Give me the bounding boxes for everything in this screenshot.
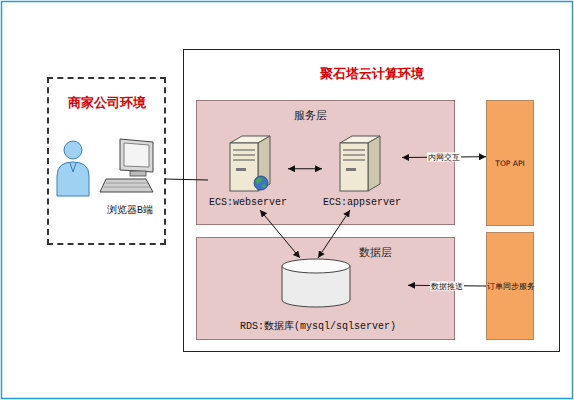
client-label: 浏览器B端 bbox=[95, 205, 165, 217]
service-label: 订单同步服务 bbox=[487, 282, 533, 291]
layer-band: 数据层 RDS:数据库(mysql/sqlserver) bbox=[196, 237, 455, 340]
server-label: ECS:appserver bbox=[322, 197, 402, 209]
database-label: RDS:数据库(mysql/sqlserver) bbox=[228, 321, 408, 333]
server-node: ECS:webserver bbox=[208, 135, 288, 210]
computer-icon bbox=[100, 139, 153, 192]
service-box: TOP API bbox=[486, 100, 534, 226]
browser-client: 浏览器B端 bbox=[95, 138, 165, 220]
connector-label: 数据推送 bbox=[430, 281, 464, 290]
connector-label: 内网交互 bbox=[427, 153, 461, 162]
environment-box: 聚石塔云计算环境服务层 ECS:webserver ECS:appserver 数据层… bbox=[183, 49, 560, 352]
service-box: 订单同步服务 bbox=[486, 232, 534, 340]
database-node: RDS:数据库(mysql/sqlserver) bbox=[228, 258, 408, 336]
person-icon bbox=[57, 141, 89, 196]
layer-label: 服务层 bbox=[294, 109, 327, 122]
service-label: TOP API bbox=[487, 159, 533, 168]
environment-box: 商家公司环境浏览器B端 bbox=[47, 77, 166, 245]
environment-title: 商家公司环境 bbox=[49, 95, 164, 111]
server-node: ECS:appserver bbox=[322, 135, 402, 210]
layer-label: 数据层 bbox=[359, 246, 392, 259]
server-label: ECS:webserver bbox=[208, 197, 288, 209]
environment-title: 聚石塔云计算环境 bbox=[184, 66, 559, 82]
layer-band: 服务层 ECS:webserver ECS:appserver bbox=[196, 100, 455, 225]
